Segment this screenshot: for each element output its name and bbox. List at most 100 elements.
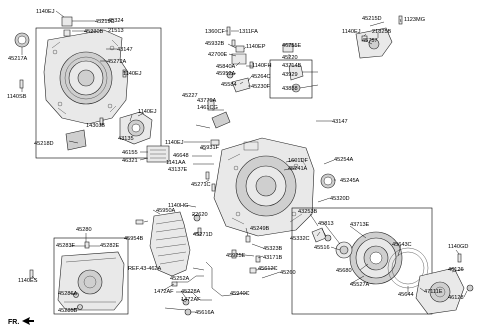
- label-46648: 46648: [173, 153, 189, 159]
- label-45940c: 45940C: [230, 291, 250, 297]
- label-22620: 22620: [192, 212, 208, 218]
- label-1140gd: 1140GD: [448, 244, 468, 250]
- cover-plate-45215d: [355, 15, 403, 59]
- label-45220: 45220: [282, 55, 298, 61]
- small-bolts-top-left: [19, 69, 127, 126]
- label-45271d: 45271D: [193, 232, 213, 238]
- label-45616a: 45616A: [195, 310, 215, 316]
- label-43253b: 43253B: [298, 209, 318, 215]
- bracket-45219c: [61, 16, 73, 37]
- label-45813: 45813: [318, 221, 334, 227]
- label-45282e: 45282E: [100, 243, 120, 249]
- label-45228a: 45228A: [181, 289, 201, 295]
- label-45280: 45280: [76, 227, 92, 233]
- label-1140es: 1140ES: [18, 278, 38, 284]
- label-43714b: 43714B: [282, 63, 302, 69]
- label-45612c: 45612C: [258, 266, 278, 272]
- part-labels: 1140EJ 45219C 45324 21513 45230B 43147 4…: [7, 9, 468, 316]
- label-45644: 45644: [398, 292, 414, 298]
- label-45272a: 45272A: [107, 59, 127, 65]
- label-1601df: 1601DF: [288, 158, 308, 164]
- bracket-45218d: [65, 129, 87, 151]
- label-45950a: 45950A: [156, 208, 176, 214]
- label-45283f: 45283F: [56, 243, 76, 249]
- small-parts-pan: [29, 241, 90, 310]
- label-45680: 45680: [336, 268, 352, 274]
- group-frame-oil-pan: [53, 237, 129, 315]
- label-45584: 45584: [221, 82, 237, 88]
- label-1472af: 1472AF: [181, 297, 201, 303]
- label-45320d: 45320D: [330, 196, 350, 202]
- label-1430jb: 1430JB: [86, 123, 105, 129]
- label-45323b: 45323B: [263, 246, 283, 252]
- arrow-icon: [22, 317, 34, 325]
- label-43137e: 43137E: [168, 167, 188, 173]
- label-43147: 43147: [332, 119, 348, 125]
- label-45516: 45516: [314, 245, 330, 251]
- label-45286a: 45286A: [58, 291, 78, 297]
- label-1140ej: 1140EJ: [36, 9, 55, 15]
- label-46321: 46321: [122, 158, 138, 164]
- label-42700e: 42700E: [208, 52, 228, 58]
- label-21825b: 21825B: [372, 29, 392, 35]
- oil-pan-45280: [57, 251, 125, 311]
- label-45285b: 45285B: [58, 308, 78, 314]
- label-45931f: 45931F: [200, 145, 220, 151]
- label-45271c: 45271C: [191, 182, 211, 188]
- label-45952a: 45952A: [216, 71, 236, 77]
- front-label: FR.: [8, 319, 19, 326]
- label-21513: 21513: [108, 28, 124, 34]
- label-45757: 45757: [362, 38, 378, 44]
- label-1472af: 1472AF: [154, 289, 174, 295]
- label-1140hg: 1140HG: [168, 203, 188, 209]
- label-45527a: 45527A: [350, 282, 370, 288]
- label-45254a: 45254A: [334, 157, 354, 163]
- label-ref-43-462a: REF.43-462A: [128, 266, 162, 272]
- label-45840a: 45840A: [216, 64, 236, 70]
- group-frame-sensor: [269, 59, 313, 99]
- label-46126: 46126: [448, 267, 464, 273]
- label-1140ej: 1140EJ: [138, 109, 157, 115]
- label-43929: 43929: [282, 72, 298, 78]
- label-45332c: 45332C: [290, 236, 310, 242]
- label-45324: 45324: [108, 18, 124, 24]
- label-43838: 43838: [282, 86, 298, 92]
- label-46128: 46128: [448, 295, 464, 301]
- label-45230f: 45230F: [251, 84, 271, 90]
- label-45643c: 45643C: [392, 242, 412, 248]
- group-frame-clutch: [291, 207, 433, 315]
- clutch-plates: [311, 227, 429, 289]
- label-45264c: 45264C: [251, 74, 271, 80]
- label-45245a: 45245A: [340, 178, 360, 184]
- valve-body-45950a: [135, 211, 191, 277]
- sensor-parts: [282, 43, 304, 93]
- oil-filter-46321: [146, 145, 170, 163]
- label-1140ej: 1140EJ: [123, 71, 142, 77]
- converter-housing: [43, 29, 129, 125]
- label-45954b: 45954B: [124, 236, 144, 242]
- label-45252a: 45252A: [170, 276, 190, 282]
- label-46155: 46155: [122, 150, 138, 156]
- label-45218d: 45218D: [34, 141, 54, 147]
- label-43135: 43135: [118, 136, 134, 142]
- small-parts-center: [193, 171, 261, 263]
- seal-45245a: [320, 173, 336, 189]
- label-45249b: 45249B: [250, 226, 270, 232]
- label-1140ej: 1140EJ: [165, 140, 184, 146]
- label-43171b: 43171B: [263, 255, 283, 261]
- label-1311fa: 1311FA: [239, 29, 258, 35]
- label-45925e: 45925E: [226, 253, 246, 259]
- label-1140sb: 1140SB: [7, 94, 27, 100]
- label-1360cf: 1360CF: [205, 29, 225, 35]
- small-parts-top-center: [207, 26, 254, 146]
- small-parts-right: [457, 253, 474, 292]
- leader-lines: [21, 10, 468, 313]
- label-1140ej: 1140EJ: [342, 29, 361, 35]
- label-46755e: 46755E: [282, 43, 302, 49]
- label-45215d: 45215D: [362, 16, 382, 22]
- oil-seal-45217a: [14, 32, 30, 48]
- group-frame-housing: [35, 27, 162, 159]
- label-1140ep: 1140EP: [246, 44, 266, 50]
